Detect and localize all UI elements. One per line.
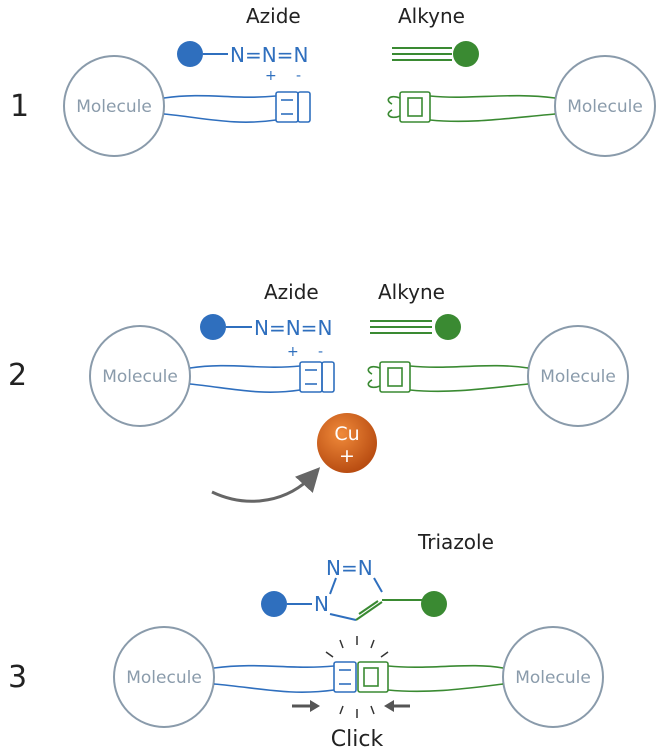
alkyne-label: Alkyne: [378, 280, 445, 304]
molecule-left-label: Molecule: [126, 668, 202, 688]
molecule-left: [113, 626, 215, 728]
step-3: 3 Triazole N=N N Molecule Molecule: [8, 530, 604, 752]
azide-buckle-tether: [213, 661, 357, 693]
molecule-right-label: Molecule: [515, 668, 591, 688]
copper-catalyst: [317, 413, 377, 473]
charge-minus: -: [296, 68, 301, 84]
catalyst-arrow: [211, 467, 321, 503]
alkyne-green-ball: [421, 591, 447, 617]
catalyst-charge: +: [339, 445, 355, 467]
azide-blue-ball: [177, 41, 203, 67]
molecule-right-label: Molecule: [540, 367, 616, 387]
azide-blue-ball: [200, 314, 226, 340]
azide-buckle-tether: [163, 91, 311, 123]
azide-formula: N=N=N: [254, 316, 332, 340]
alkyne-green-ball: [435, 314, 461, 340]
azide-label: Azide: [264, 280, 319, 304]
molecule-right: [554, 55, 656, 157]
alkyne-buckle-tether: [387, 91, 556, 123]
click-label: Click: [331, 727, 384, 752]
ring-n-top: N=N: [326, 556, 373, 580]
molecule-right-label: Molecule: [567, 97, 643, 117]
azide-formula: N=N=N: [230, 43, 308, 67]
step-2: 2 Azide Alkyne N=N=N + - Molecule Molecu…: [8, 280, 629, 503]
push-arrows: [292, 700, 410, 712]
molecule-left: [89, 325, 191, 427]
triazole-ring-bonds: [329, 577, 422, 621]
alkyne-label: Alkyne: [398, 4, 465, 28]
alkyne-triple-bond: [370, 320, 432, 334]
alkyne-green-ball: [453, 41, 479, 67]
triazole-label: Triazole: [417, 530, 494, 554]
click-burst: [325, 636, 389, 718]
step-number: 3: [8, 660, 27, 695]
catalyst-symbol: Cu: [334, 423, 359, 445]
step-number: 2: [8, 358, 27, 393]
charge-plus: +: [265, 68, 277, 84]
molecule-left-label: Molecule: [102, 367, 178, 387]
azide-blue-ball: [261, 591, 287, 617]
ring-n-left: N: [314, 592, 329, 616]
step-number: 1: [10, 89, 29, 124]
alkyne-buckle-tether: [357, 661, 504, 693]
charge-plus: +: [287, 344, 299, 360]
azide-label: Azide: [246, 4, 301, 28]
molecule-left-label: Molecule: [76, 97, 152, 117]
alkyne-buckle-tether: [367, 361, 529, 393]
charge-minus: -: [318, 344, 323, 360]
molecule-right: [527, 325, 629, 427]
molecule-right: [502, 626, 604, 728]
azide-buckle-tether: [189, 361, 335, 393]
alkyne-triple-bond: [392, 47, 452, 61]
molecule-left: [63, 55, 165, 157]
step-1: 1 Azide Alkyne N=N=N + - Molecule Molecu…: [10, 4, 656, 157]
